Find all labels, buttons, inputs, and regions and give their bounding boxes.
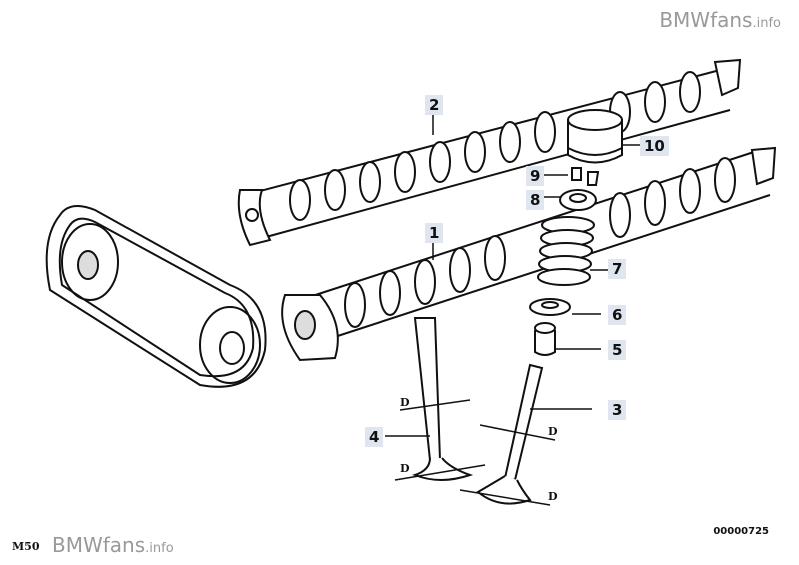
callout-5: 5 bbox=[608, 340, 627, 360]
watermark-top: BMWfans.info bbox=[659, 8, 781, 32]
watermark-suffix: .info bbox=[752, 16, 781, 31]
callout-3: 3 bbox=[608, 400, 627, 420]
dimension-d-head-4: D bbox=[400, 462, 410, 475]
callout-4: 4 bbox=[365, 427, 384, 447]
watermark-suffix: .info bbox=[145, 541, 174, 556]
callout-10: 10 bbox=[640, 136, 669, 156]
valve-stem-seal bbox=[534, 330, 556, 356]
bucket-tappet bbox=[567, 109, 623, 164]
valve-spring bbox=[537, 216, 595, 286]
model-code: M50 bbox=[12, 540, 40, 553]
watermark-brand: BMWfans bbox=[659, 8, 753, 32]
watermark-brand: BMWfans bbox=[52, 533, 146, 557]
callout-7: 7 bbox=[608, 259, 627, 279]
callout-1: 1 bbox=[425, 223, 444, 243]
valve-keeper bbox=[571, 167, 582, 181]
exhaust-camshaft bbox=[281, 146, 777, 362]
callout-9: 9 bbox=[526, 166, 545, 186]
intake-valve bbox=[412, 317, 474, 481]
watermark-bottom: BMWfans.info bbox=[52, 533, 174, 557]
document-number: 00000725 bbox=[713, 526, 769, 537]
leader-lines bbox=[385, 115, 640, 506]
callout-6: 6 bbox=[608, 305, 627, 325]
exhaust-valve bbox=[476, 363, 544, 505]
dimension-d-head-3: D bbox=[548, 490, 558, 503]
callout-2: 2 bbox=[425, 95, 444, 115]
callout-8: 8 bbox=[526, 190, 545, 210]
timing-belt bbox=[45, 205, 267, 388]
intake-camshaft bbox=[237, 58, 742, 247]
dimension-d-stem-3: D bbox=[548, 425, 558, 438]
spring-retainer bbox=[559, 189, 597, 211]
dimension-d-stem-4: D bbox=[400, 396, 410, 409]
